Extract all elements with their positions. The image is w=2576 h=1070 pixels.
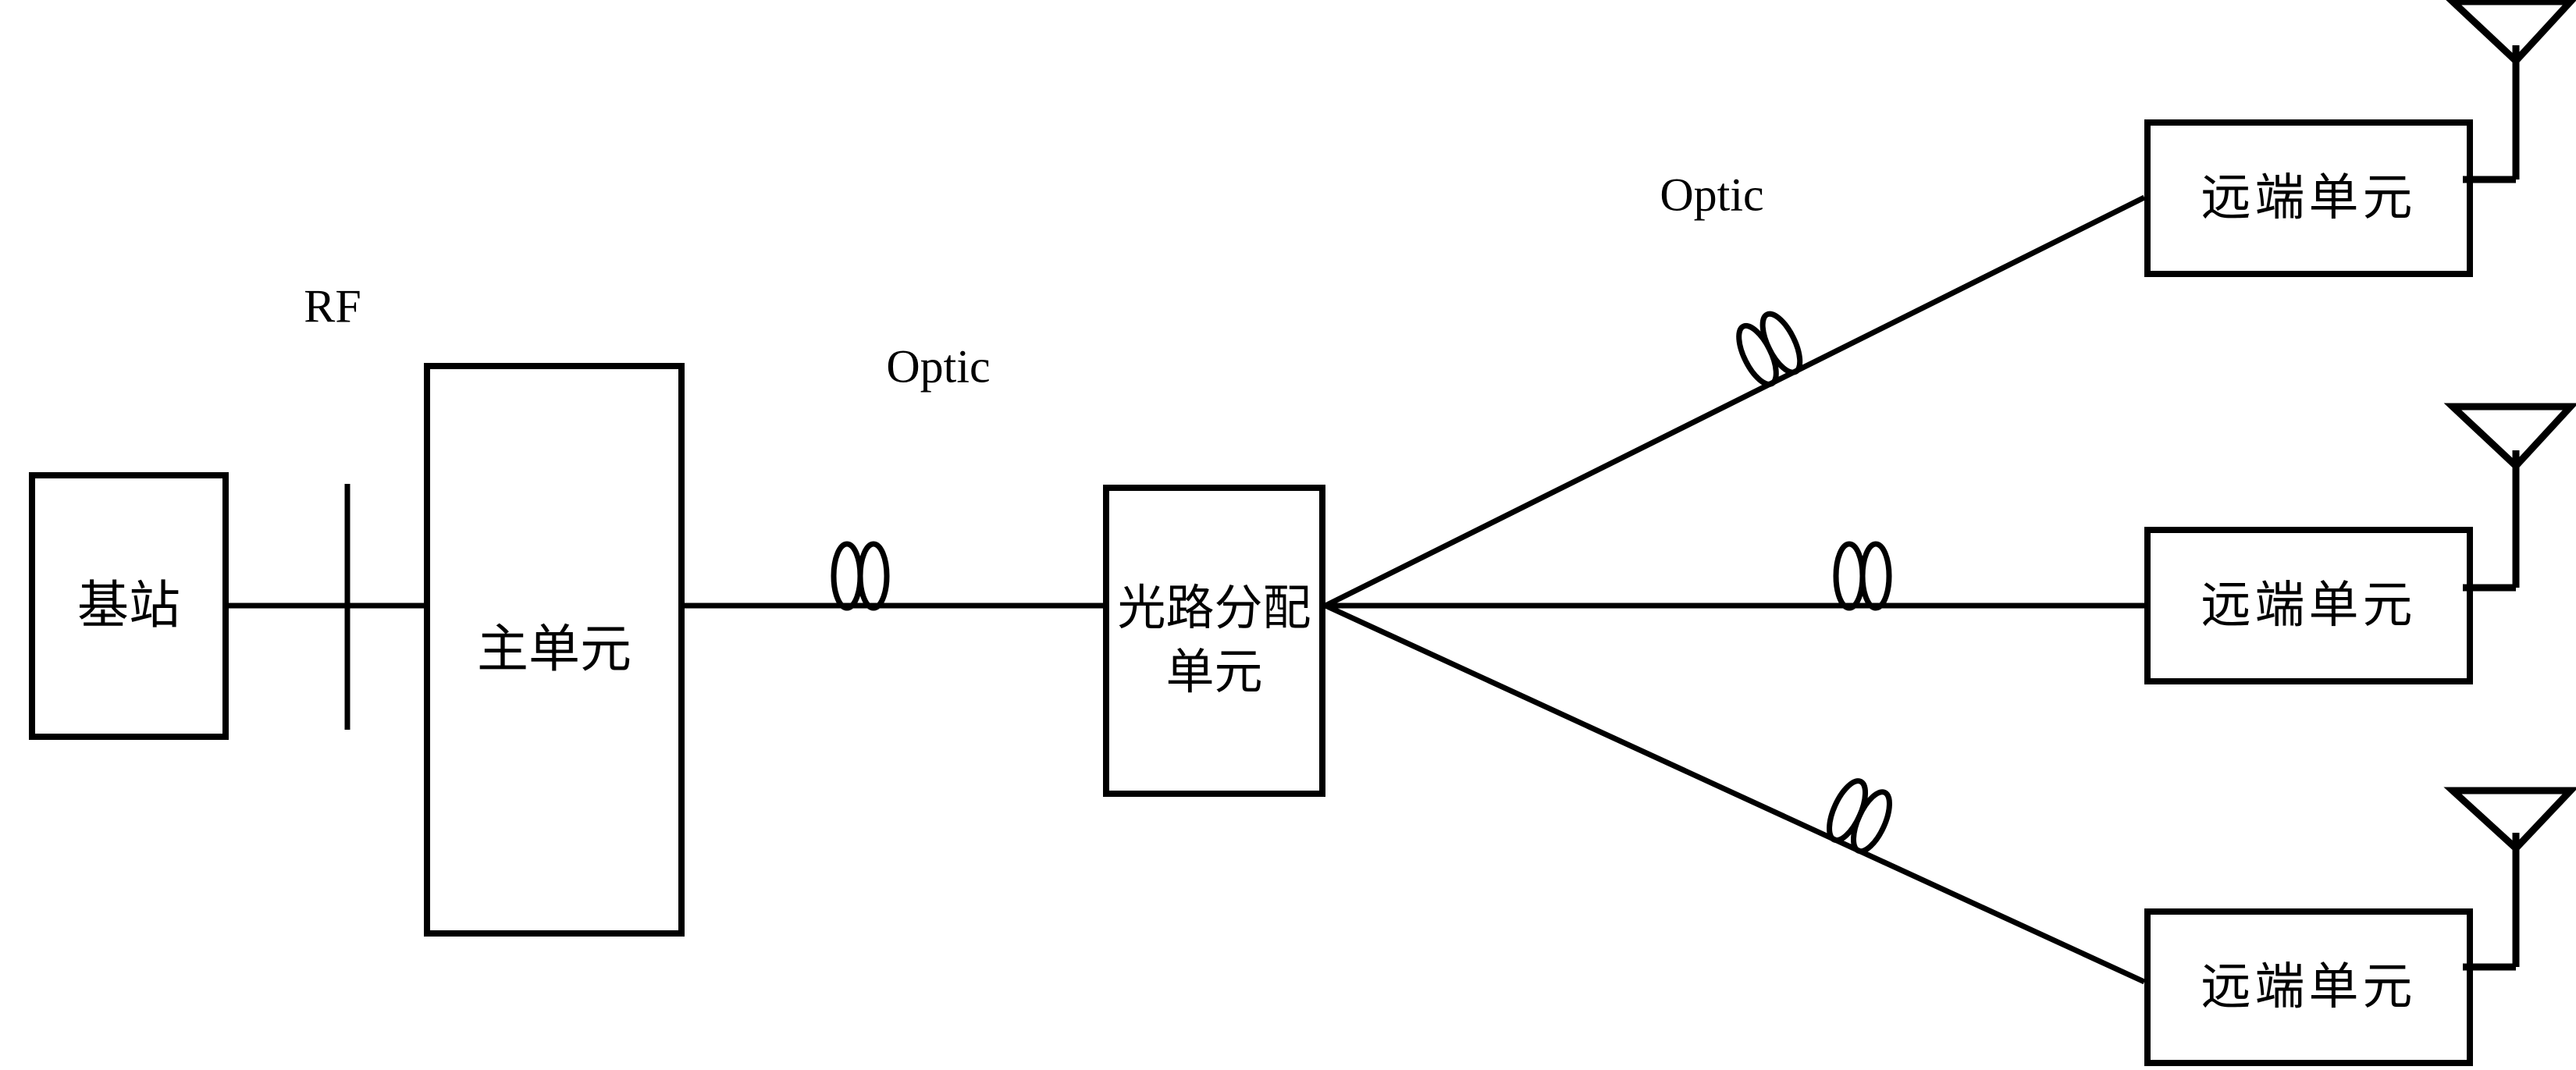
base-station-box: 基站 — [29, 472, 229, 740]
fiber-coil-icon — [1833, 541, 1892, 611]
optical-splitter-box: 光路分配 单元 — [1103, 485, 1325, 797]
optic-link-label-branch: Optic — [1660, 169, 1764, 221]
remote-unit-label: 远端单元 — [2201, 170, 2417, 226]
branch-line-top — [1324, 194, 2146, 609]
remote-unit-box-middle: 远端单元 — [2144, 527, 2473, 684]
fiber-coil-icon — [1827, 778, 1892, 855]
optical-splitter-label-line2: 单元 — [1165, 646, 1263, 699]
base-station-label: 基站 — [77, 577, 180, 635]
remote-unit-box-top: 远端单元 — [2144, 119, 2473, 277]
optical-splitter-label-line1: 光路分配 — [1117, 582, 1311, 635]
fiber-coil-icon — [1736, 311, 1803, 387]
remote-unit-label: 远端单元 — [2201, 578, 2417, 634]
branch-line-bottom — [1324, 603, 2146, 985]
remote-unit-box-bottom: 远端单元 — [2144, 908, 2473, 1066]
fiber-coil-icon — [831, 541, 890, 611]
rf-link-label: RF — [304, 280, 361, 332]
remote-unit-label: 远端单元 — [2201, 959, 2417, 1015]
optic-link-label-main: Optic — [886, 340, 991, 393]
main-unit-label: 主单元 — [477, 620, 632, 678]
main-unit-box: 主单元 — [424, 363, 685, 937]
